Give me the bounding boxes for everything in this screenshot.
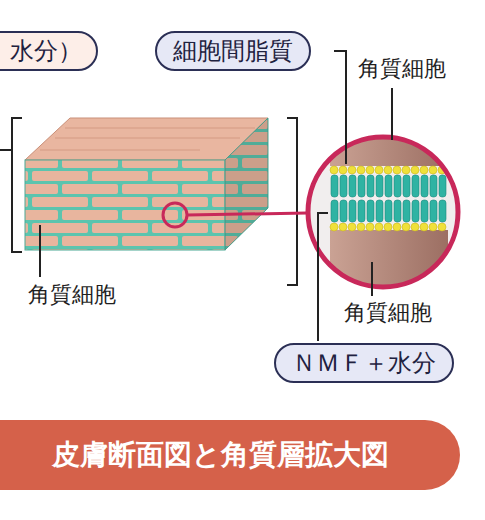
zoom-view — [300, 130, 470, 300]
part-label: 角質細胞 — [358, 58, 446, 80]
pill-text: 細胞間脂質 — [173, 39, 293, 63]
bracket — [0, 118, 22, 252]
label-pill: ＮＭＦ＋水分 — [274, 343, 454, 383]
pill-text: ＮＭＦ＋水分 — [292, 351, 436, 375]
bracket — [287, 118, 297, 285]
zoom-circle — [308, 137, 458, 287]
label-pill: 細胞間脂質 — [155, 31, 311, 71]
zoom-spot — [163, 203, 187, 227]
caption-band — [0, 420, 460, 490]
label-pill: 水分） — [0, 31, 98, 71]
part-label: 角質細胞 — [28, 284, 116, 306]
part-label: 角質細胞 — [344, 302, 432, 324]
skin-front-face — [25, 160, 225, 250]
zoom-line — [187, 213, 307, 215]
caption-text: 皮膚断面図と角質層拡大図 — [52, 441, 389, 469]
pill-text: 水分） — [10, 39, 82, 63]
skin-side-face — [225, 118, 268, 250]
